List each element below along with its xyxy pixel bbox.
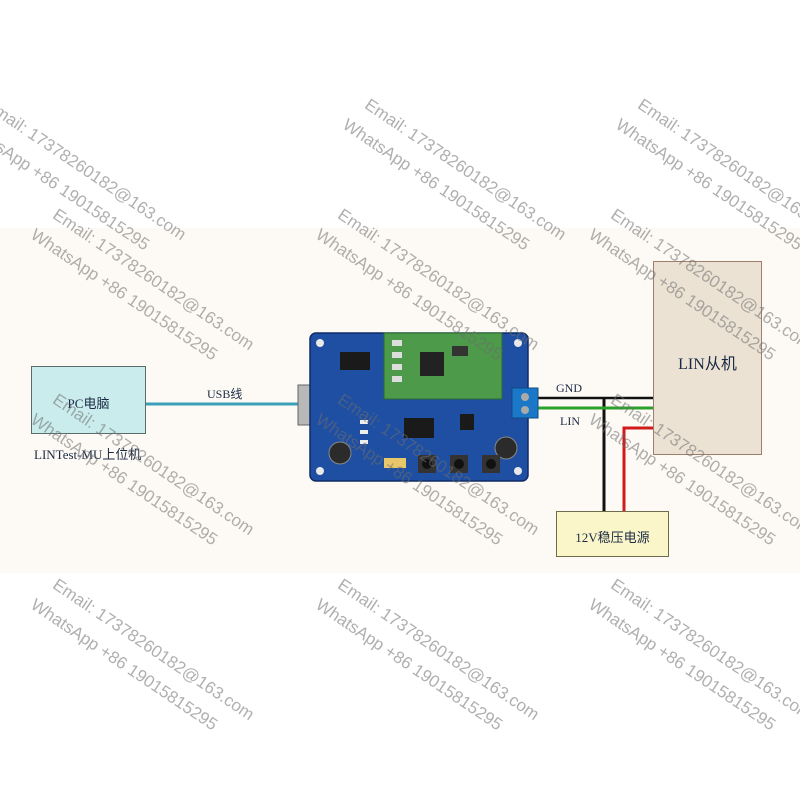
lin-wire-label: LIN xyxy=(560,414,580,428)
lin-slave-label: LIN从机 xyxy=(678,356,737,373)
lin-adapter-board xyxy=(309,332,539,482)
power-supply-node: 12V稳压电源 xyxy=(556,511,669,557)
pc-software-caption: LINTest-MU上位机 xyxy=(34,447,142,462)
pc-node-label: PC电脑 xyxy=(67,396,110,411)
pc-node: PC电脑 xyxy=(31,366,146,434)
gnd-wire-label: GND xyxy=(556,381,582,395)
power-supply-label: 12V稳压电源 xyxy=(575,530,650,545)
lin-slave-node: LIN从机 xyxy=(653,261,762,455)
power-wire xyxy=(622,426,653,511)
usb-cable-label: USB线 xyxy=(207,387,243,401)
